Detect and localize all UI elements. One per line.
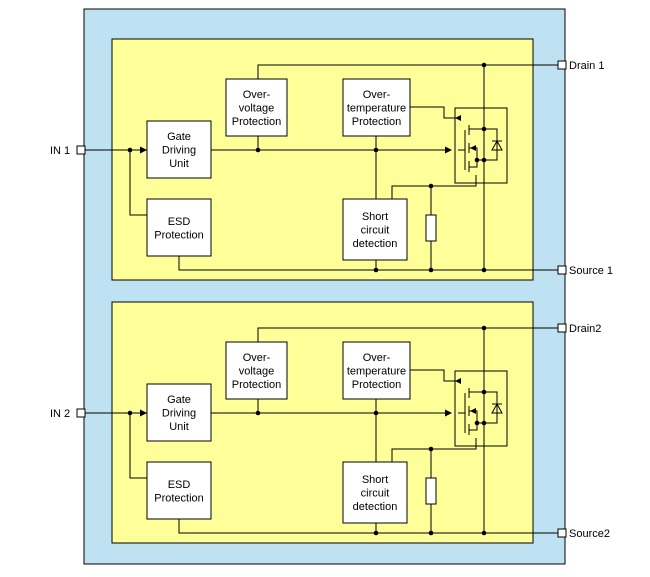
esd-wire [129,413,147,479]
esd-protection-block [146,461,212,520]
arrow-icon [140,146,147,154]
drain-pin [557,323,567,333]
short-circuit-detection-block [342,461,408,524]
drain-label: Drain2 [569,323,601,335]
arrow-icon [455,115,461,121]
arrow-icon [445,146,452,154]
esd-protection-block-label: ESD [168,479,191,491]
overvoltage-protection-block-label: Over- [243,352,271,364]
overvoltage-protection-block [225,341,288,400]
short-circuit-detection-block-label: circuit [361,488,390,500]
short-circuit-detection-block [342,198,408,261]
esd-protection-block-label: Protection [154,492,204,504]
esd-wire [129,150,147,216]
overvoltage-protection-block-label: voltage [239,103,274,115]
arrow-icon [445,409,452,417]
short-circuit-detection-block-label: Short [362,211,388,223]
gate-driving-unit-block-label: Driving [162,145,196,157]
input-label: IN 1 [50,145,70,157]
gate-driving-unit-block [146,120,212,179]
sense-feedback-wire [391,438,477,462]
gate-driving-unit-block-label: Gate [167,131,191,143]
short-circuit-detection-block-label: detection [353,501,398,513]
temp-sense-wire [410,369,457,382]
junction-dot [481,267,487,273]
mosfet-enclosure [454,107,508,184]
gate-driving-unit-block-label: Driving [162,408,196,420]
overtemperature-protection-block [342,341,411,400]
source-pin [557,265,567,275]
overtemperature-protection-block-label: Over- [363,89,391,101]
channel-2: GateDrivingUnitESDProtectionOver-voltage… [50,301,610,544]
overtemperature-protection-block-label: Protection [352,116,402,128]
sense-resistor [425,477,437,505]
arrow-icon [470,408,476,414]
input-pin [76,145,86,155]
sense-feedback-wire [391,175,477,199]
gate-driving-unit-block-label: Unit [169,421,189,433]
arrow-icon [140,409,147,417]
arrow-icon [470,145,476,151]
junction-dot [474,157,480,163]
overvoltage-protection-block-label: Over- [243,89,271,101]
gate-driving-unit-block-label: Gate [167,394,191,406]
short-circuit-detection-block-label: detection [353,238,398,250]
diode-branch [484,391,498,424]
short-circuit-detection-block-label: circuit [361,225,390,237]
mosfet-enclosure [454,370,508,447]
sense-resistor [425,214,437,242]
arrow-icon [455,378,461,384]
overtemperature-protection-block-label: temperature [347,366,406,378]
drain-label: Drain 1 [569,60,604,72]
power-mosfet-icon [458,388,503,435]
esd-protection-block-label: ESD [168,216,191,228]
diode-icon [491,402,503,414]
overvoltage-protection-block [225,78,288,137]
drain-wire [257,64,558,79]
overvoltage-protection-block-label: Protection [232,379,282,391]
junction-dot [474,420,480,426]
overtemperature-protection-block-label: Protection [352,379,402,391]
diode-branch [484,128,498,161]
junction-dot [481,530,487,536]
diode-icon [491,139,503,151]
esd-protection-block-label: Protection [154,229,204,241]
drain-pin [557,60,567,70]
input-pin [76,408,86,418]
source-label: Source 1 [569,265,613,277]
channel-1: GateDrivingUnitESDProtectionOver-voltage… [50,38,613,281]
input-label: IN 2 [50,408,70,420]
source-pin [557,528,567,538]
overtemperature-protection-block [342,78,411,137]
gate-driving-unit-block-label: Unit [169,158,189,170]
overtemperature-protection-block-label: Over- [363,352,391,364]
drain-wire [257,327,558,342]
temp-sense-wire [410,106,457,119]
overtemperature-protection-block-label: temperature [347,103,406,115]
source-label: Source2 [569,528,610,540]
esd-protection-block [146,198,212,257]
overvoltage-protection-block-label: Protection [232,116,282,128]
power-mosfet-icon [458,125,503,172]
short-circuit-detection-block-label: Short [362,474,388,486]
overvoltage-protection-block-label: voltage [239,366,274,378]
